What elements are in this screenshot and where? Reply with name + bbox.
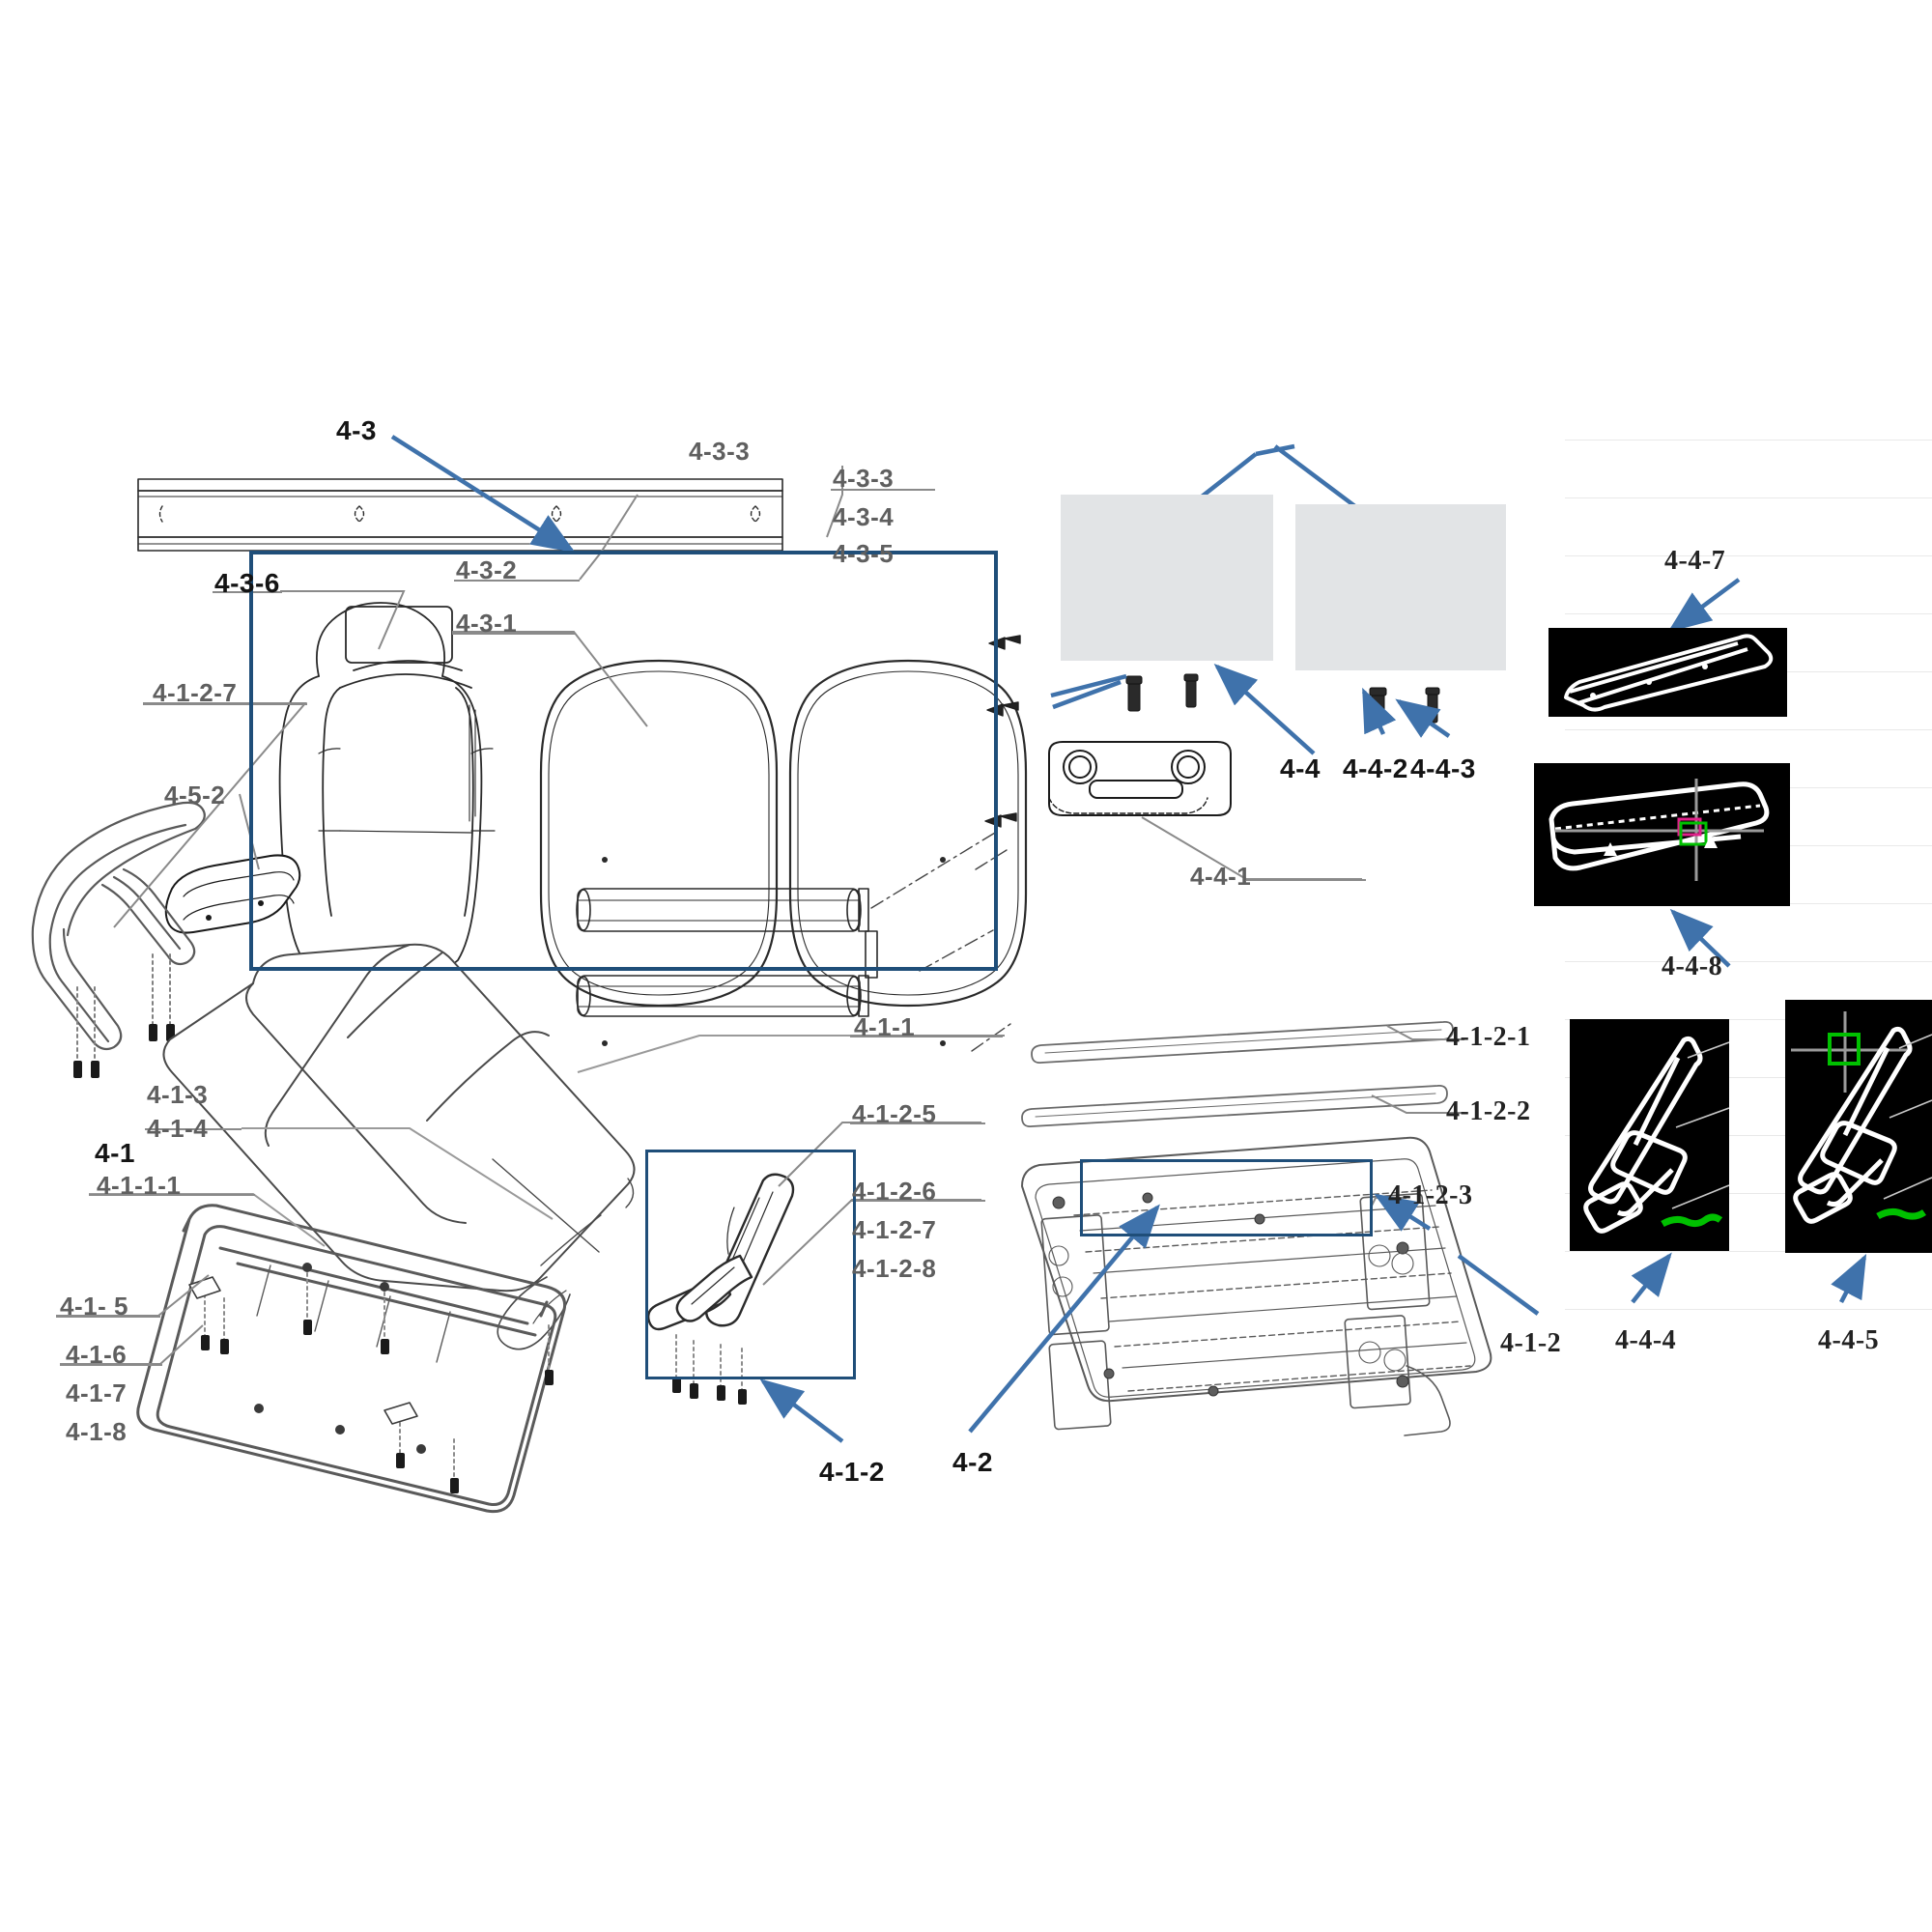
callout-label-4-1-4: 4-1-4 [147,1114,209,1143]
inset-cad-4-4-7 [1548,628,1787,717]
callout-label-4-1-2-3: 4-1-2-3 [1388,1180,1473,1210]
leader-underline-4-1-5 [56,1316,160,1318]
leader-underline-4-1-2-7 [143,703,307,705]
callout-label-4-3-3: 4-3-3 [689,437,751,466]
callout-label-4-3-1: 4-3-1 [456,609,518,638]
callout-label-4-1-1-1: 4-1-1-1 [97,1171,182,1200]
inset-cad-4-4-5 [1785,1000,1932,1253]
part-side-frame-left [31,801,206,1051]
callout-label-4-1-6: 4-1-6 [66,1340,128,1369]
inset-cad-4-4-4 [1570,1019,1729,1251]
callout-label-4-1-1: 4-1-1 [854,1012,916,1041]
leader-underline-4-1-1-1 [89,1194,255,1196]
part-slide-rail-4-3 [137,478,783,552]
part-seat-cushion-4-1-1 [162,943,636,1350]
part-seat-frame-4-1 [136,1204,567,1514]
part-rod-4-1-2-2 [1021,1085,1448,1127]
callout-label-4-1-3: 4-1-3 [147,1080,209,1109]
callout-label-4-5-2: 4-5-2 [164,781,226,810]
callout-label-4-1-2: 4-1-2 [819,1457,885,1487]
callout-label-4-4-2: 4-4-2 [1343,753,1408,783]
callout-label-4-1-2-8: 4-1-2-8 [852,1254,937,1283]
leader-underline-4-1-4 [145,1128,242,1130]
leader-underline-4-1-2-6 [850,1200,985,1202]
callout-label-4-3: 4-3 [336,415,377,445]
callout-label-4-3-3: 4-3-3 [833,464,895,493]
leader-underline-4-3-6 [213,591,282,593]
callout-label-4-4-1: 4-4-1 [1190,862,1252,891]
callout-label-4-3-6: 4-3-6 [214,568,280,598]
callout-label-4-1-2-7: 4-1-2-7 [153,678,238,707]
callout-label-4-4-4: 4-4-4 [1615,1325,1677,1355]
callout-label-4-2: 4-2 [952,1447,993,1477]
highlight-box-seat-covers[interactable] [249,551,998,971]
callout-label-4-4-5: 4-4-5 [1818,1325,1880,1355]
callout-label-4-1-2-7: 4-1-2-7 [852,1215,937,1244]
highlight-box-base-rail[interactable] [1080,1159,1373,1236]
callout-label-4-4-3: 4-4-3 [1410,753,1476,783]
leader-underline-4-3-5 [831,489,935,491]
callout-label-4-1-7: 4-1-7 [66,1378,128,1407]
callout-label-4-3-4: 4-3-4 [833,502,895,531]
leader-underline-4-3-1 [452,633,576,635]
callout-label-4-1-2-1: 4-1-2-1 [1446,1022,1531,1052]
inset-photo-mount-plate-left [1061,495,1273,661]
callout-label-4-3-5: 4-3-5 [833,539,895,568]
leader-underline-4-1-1 [850,1036,1003,1037]
leader-underline-4-1-2-5 [850,1122,985,1124]
callout-label-4-3-2: 4-3-2 [456,555,518,584]
callout-label-4-1-5: 4-1- 5 [60,1292,128,1321]
callout-label-4-1-2-2: 4-1-2-2 [1446,1096,1531,1126]
callout-label-4-1: 4-1 [95,1138,135,1168]
part-rod-4-1-2-1 [1031,1021,1454,1064]
leader-underline-4-3-2 [454,580,580,582]
callout-label-4-4-7: 4-4-7 [1664,546,1726,576]
callout-label-4-1-2: 4-1-2 [1500,1328,1562,1358]
part-plate-4-4-1 [1048,741,1232,816]
callout-label-4-4: 4-4 [1280,753,1321,783]
hardware-bolts-plates [1125,673,1440,725]
callout-label-4-1-2-6: 4-1-2-6 [852,1177,937,1206]
callout-label-4-4-8: 4-4-8 [1662,952,1723,981]
callout-label-4-1-8: 4-1-8 [66,1417,128,1446]
highlight-box-recliner-bracket[interactable] [645,1150,856,1379]
leader-underline-4-1-6 [60,1364,162,1366]
inset-cad-4-4-8 [1534,763,1790,906]
inset-photo-mount-plate-right [1295,504,1506,670]
callout-label-4-1-2-5: 4-1-2-5 [852,1099,937,1128]
leader-underline-4-4-1 [1246,879,1366,881]
